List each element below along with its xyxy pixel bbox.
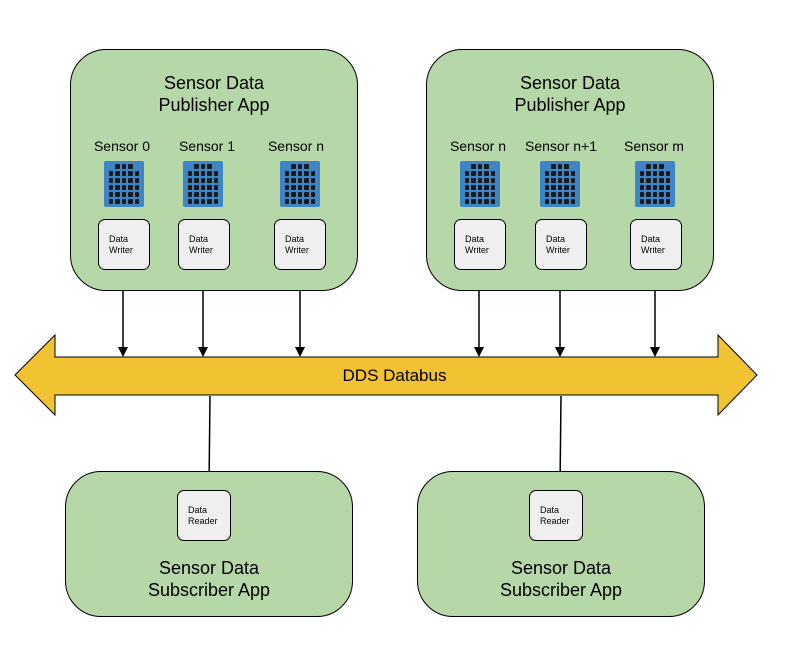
reader-line-2: Reader — [540, 515, 570, 526]
writer-line-1: Data — [546, 233, 566, 244]
databus-label: DDS Databus — [342, 366, 447, 385]
data-reader-box: Data Reader — [529, 490, 583, 541]
data-writer-box: Data Writer — [274, 219, 326, 270]
sensor-chip-icon — [280, 161, 320, 207]
writer-line-1: Data — [285, 233, 305, 244]
writer-line-2: Writer — [641, 244, 665, 255]
writer-line-1: Data — [189, 233, 209, 244]
sensor-chip-icon — [104, 161, 144, 207]
title-line-1: Sensor Data — [158, 558, 260, 578]
reader-line-1: Data — [188, 504, 208, 515]
data-reader-box: Data Reader — [177, 490, 231, 541]
writer-line-1: Data — [109, 233, 129, 244]
sensor-chip-icon — [183, 161, 223, 207]
reader-line-2: Reader — [188, 515, 218, 526]
subscriber-app-2: Data Reader Sensor Data Subscriber App — [417, 471, 705, 617]
title-line-2: Subscriber App — [147, 580, 271, 600]
title-line-2: Publisher App — [514, 95, 626, 115]
data-writer-box: Data Writer — [535, 219, 587, 270]
writer-line-2: Writer — [109, 244, 133, 255]
writer-line-2: Writer — [546, 244, 570, 255]
sensor-chip-icon — [635, 161, 675, 207]
sensor-label: Sensor n+1 — [525, 138, 597, 154]
writer-line-1: Data — [641, 233, 661, 244]
sensor-chip-icon — [460, 161, 500, 207]
title-line-2: Publisher App — [158, 95, 270, 115]
title-line-2: Subscriber App — [499, 580, 623, 600]
sensor-label: Sensor 1 — [178, 138, 236, 154]
sensor-label: Sensor n — [267, 138, 325, 154]
publisher-app-title: Sensor Data Publisher App — [427, 72, 713, 116]
data-writer-box: Data Writer — [178, 219, 230, 270]
publisher-app-title: Sensor Data Publisher App — [71, 72, 357, 116]
writer-line-2: Writer — [465, 244, 489, 255]
subscriber-app-title: Sensor Data Subscriber App — [418, 557, 704, 601]
writer-line-2: Writer — [189, 244, 213, 255]
data-writer-box: Data Writer — [98, 219, 150, 270]
data-writer-box: Data Writer — [630, 219, 682, 270]
title-line-1: Sensor Data — [519, 73, 621, 93]
subscriber-app-title: Sensor Data Subscriber App — [66, 557, 352, 601]
publisher-app-2: Sensor Data Publisher App Sensor n Data … — [426, 49, 714, 291]
data-writer-box: Data Writer — [454, 219, 506, 270]
databus-arrow — [14, 333, 758, 417]
title-line-1: Sensor Data — [510, 558, 612, 578]
sensor-chip-icon — [540, 161, 580, 207]
writer-line-2: Writer — [285, 244, 309, 255]
publisher-app-1: Sensor Data Publisher App Sensor 0 Data … — [70, 49, 358, 291]
sensor-label: Sensor 0 — [93, 138, 151, 154]
sensor-label: Sensor n — [449, 138, 507, 154]
title-line-1: Sensor Data — [163, 73, 265, 93]
reader-line-1: Data — [540, 504, 560, 515]
writer-line-1: Data — [465, 233, 485, 244]
sensor-label: Sensor m — [624, 138, 684, 154]
subscriber-app-1: Data Reader Sensor Data Subscriber App — [65, 471, 353, 617]
